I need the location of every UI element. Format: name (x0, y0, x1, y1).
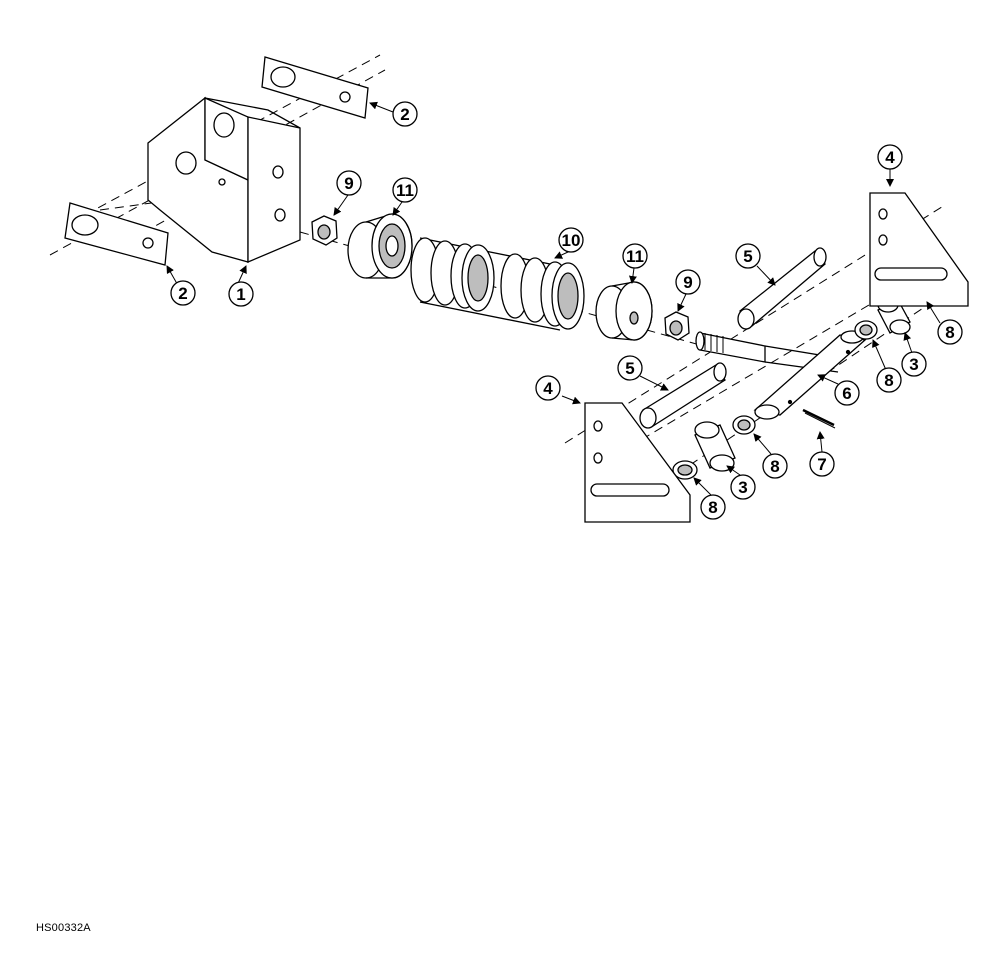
callout-2-lower: 2 (178, 284, 187, 303)
callout-11-right: 11 (626, 247, 644, 266)
callout-6: 6 (842, 384, 851, 403)
bushing-part-3-lower (694, 421, 736, 472)
figure-code: HS00332A (36, 922, 91, 934)
spring-cup-part-11-left (347, 213, 413, 279)
callout-2-upper: 2 (400, 105, 409, 124)
callout-8-b: 8 (884, 371, 893, 390)
callout-4-upper: 4 (885, 148, 895, 167)
bushing-part-3-upper (877, 297, 911, 335)
cotter-pin-part-7 (802, 408, 836, 429)
callout-9-right: 9 (683, 273, 692, 292)
hex-nut-part-9-right (664, 311, 690, 341)
plate-part-2-upper (261, 56, 369, 119)
bracket-part-1 (147, 96, 301, 263)
callout-labels: 1 2 2 3 3 4 4 5 5 6 7 8 8 8 8 9 9 10 11 … (178, 105, 954, 517)
callout-4-lower: 4 (543, 379, 553, 398)
callout-8-c: 8 (770, 457, 779, 476)
callout-11-left: 11 (396, 181, 414, 200)
callout-circles (170, 101, 963, 520)
hex-nut-part-9-left (311, 215, 338, 246)
callout-1: 1 (236, 285, 245, 304)
side-plate-part-4-upper (869, 192, 969, 307)
callout-10: 10 (562, 231, 581, 250)
plate-part-2-lower (64, 202, 169, 266)
callout-3-upper: 3 (909, 355, 918, 374)
callout-9-left: 9 (344, 174, 353, 193)
tube-part-5-upper (737, 247, 827, 330)
side-plate-part-4-lower (584, 402, 691, 523)
tube-part-5-lower (639, 362, 727, 429)
coil-spring-part-10 (410, 237, 585, 331)
callout-7: 7 (817, 455, 826, 474)
callout-3-lower: 3 (738, 478, 747, 497)
callout-8-d: 8 (708, 498, 717, 517)
callout-5-lower: 5 (625, 359, 634, 378)
callout-5-upper: 5 (743, 247, 752, 266)
spring-cup-part-11-right (595, 281, 653, 341)
callout-8-a: 8 (945, 323, 954, 342)
